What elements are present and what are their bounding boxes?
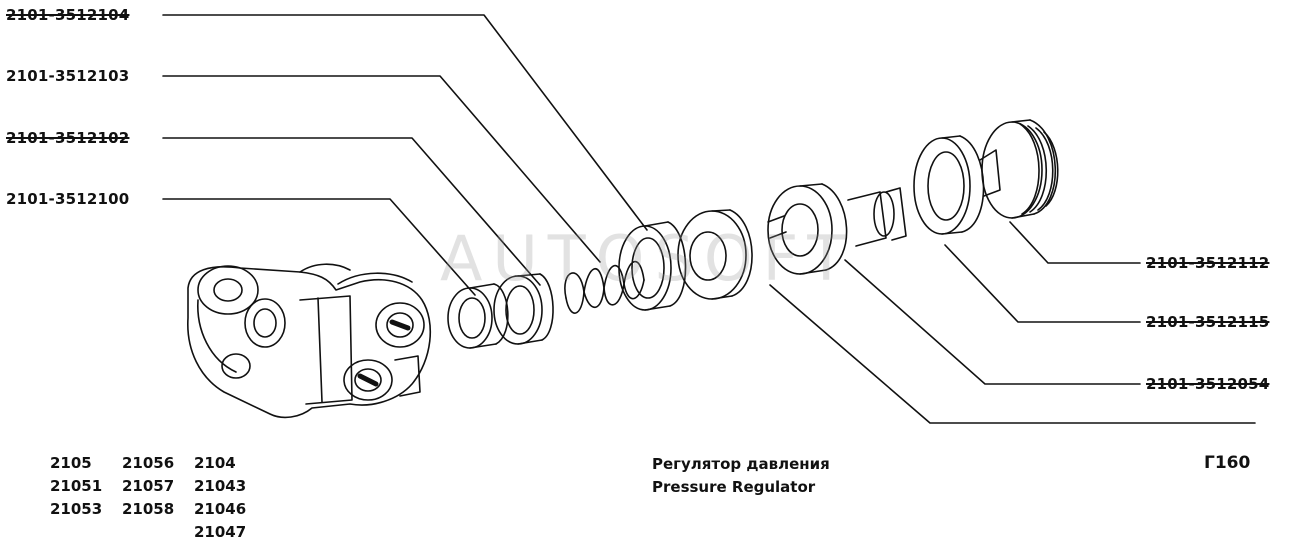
applicable-models: 2105 21056 2104 21051 21057 21043 21053 … [50,454,266,542]
leader-line-115 [944,244,1141,323]
label-part-3512054: 2101-3512054 [1146,375,1270,393]
model-number: 21046 [194,500,247,518]
label-part-3512103: 2101-3512103 [6,67,130,85]
label-part-3512112: 2101-3512112 [1146,254,1270,272]
part-plug-3512112 [979,119,1059,219]
model-number: 21043 [194,477,247,495]
figure-caption: Регулятор давления Pressure Regulator [652,453,830,499]
model-number: 21058 [122,500,175,518]
regulator-housing [187,263,432,419]
model-number: 21053 [50,500,103,518]
part-bushing-3512100 [447,283,509,349]
part-seal-ring-3512115 [913,135,985,235]
figure-code: Г160 [1204,453,1251,473]
leader-line-103 [162,75,601,263]
leader-line-054 [844,259,1141,385]
model-number: 21056 [122,454,175,472]
model-number: 21051 [50,477,103,495]
model-number: 2105 [50,454,92,472]
caption-russian: Регулятор давления [652,455,830,473]
caption-english: Pressure Regulator [652,478,816,496]
label-part-3512104: 2101-3512104 [6,6,130,24]
leader-line-100 [162,198,476,296]
label-part-3512102: 2101-3512102 [6,129,130,147]
part-washer-3512104 [618,221,687,311]
part-piston-3512054 [767,183,907,275]
leader-line-112 [1009,221,1141,264]
model-number: 21047 [194,523,247,541]
label-part-3512100: 2101-3512100 [6,190,130,208]
model-number: 2104 [194,454,236,472]
leader-line-104 [162,14,648,231]
part-seal-3512102 [493,273,554,345]
part-piston-ring [677,209,753,300]
model-number: 21057 [122,477,175,495]
leader-line-102 [162,137,541,286]
label-part-3512115: 2101-3512115 [1146,313,1270,331]
leader-line-pressure-body [769,284,1256,424]
